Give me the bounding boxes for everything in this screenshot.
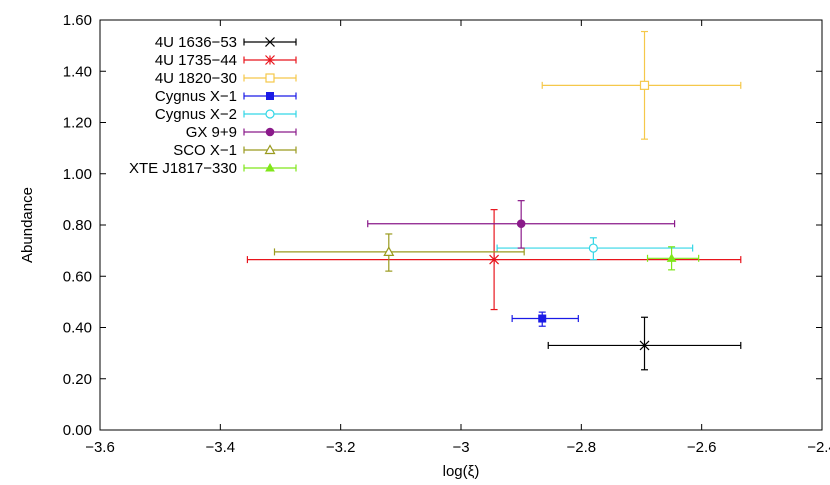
ticks-layer: −3.6 −3.4 −3.2 −3 −2.8 −2.6 −2.4 0.00 0.20 0.40 0.…	[63, 12, 830, 456]
x-tick-label: −2.6	[687, 439, 717, 456]
data-point-series-0	[639, 340, 650, 351]
x-tick-label: −2.4	[807, 439, 830, 456]
data-point-series-1	[489, 254, 500, 265]
x-tick-label: −2.8	[567, 439, 597, 456]
legend-label: 4U 1820−30	[155, 70, 237, 87]
y-axis-label: Abundance	[19, 187, 36, 263]
y-tick-label: 1.60	[63, 12, 92, 29]
legend-item: Cygnus X−2	[155, 106, 297, 123]
error-bar-series-6	[273, 233, 525, 272]
legend-item: 4U 1636−53	[155, 34, 297, 51]
y-tick-label: 0.00	[63, 422, 92, 439]
y-tick-label: 0.80	[63, 217, 92, 234]
legend-marker	[265, 109, 275, 119]
y-tick-label: 1.00	[63, 166, 92, 183]
x-axis-label: log(ξ)	[443, 463, 480, 480]
y-tick-label: 1.20	[63, 115, 92, 132]
legend-item: GX 9+9	[186, 124, 297, 141]
x-tick-label: −3.4	[206, 439, 236, 456]
y-tick-label: 0.40	[63, 320, 92, 337]
legend-label: GX 9+9	[186, 124, 237, 141]
legend-marker	[265, 55, 275, 65]
legend-label: SCO X−1	[173, 142, 237, 159]
legend-marker	[265, 127, 275, 137]
legend-item: XTE J1817−330	[129, 160, 297, 177]
x-tick-label: −3.2	[326, 439, 356, 456]
legend-label: Cygnus X−2	[155, 106, 237, 123]
legend-item: Cygnus X−1	[155, 88, 297, 105]
markers-layer	[383, 80, 677, 351]
y-tick-label: 0.60	[63, 268, 92, 285]
y-tick-label: 0.20	[63, 371, 92, 388]
error-bar-series-0	[547, 316, 742, 371]
legend-marker	[265, 37, 275, 47]
legend-marker	[265, 73, 275, 83]
error-bars-layer	[246, 30, 742, 371]
data-point-series-3	[538, 314, 547, 323]
data-point-series-7	[666, 253, 677, 262]
legend-item: 4U 1820−30	[155, 70, 297, 87]
data-point-series-5	[516, 219, 526, 229]
x-tick-label: −3.6	[85, 439, 115, 456]
legend-marker	[266, 92, 274, 100]
legend-marker	[264, 144, 276, 155]
data-point-series-2	[639, 80, 650, 90]
x-tick-label: −3	[452, 439, 469, 456]
legend-label: Cygnus X−1	[155, 88, 237, 105]
legend-marker	[265, 162, 275, 172]
legend-item: SCO X−1	[173, 142, 297, 159]
legend-label: XTE J1817−330	[129, 160, 237, 177]
legend-item: 4U 1735−44	[155, 52, 297, 69]
y-tick-label: 1.40	[63, 63, 92, 80]
data-point-series-4	[588, 243, 598, 253]
legend-label: 4U 1636−53	[155, 34, 237, 51]
data-point-series-6	[383, 246, 395, 257]
legend-label: 4U 1735−44	[155, 52, 237, 69]
